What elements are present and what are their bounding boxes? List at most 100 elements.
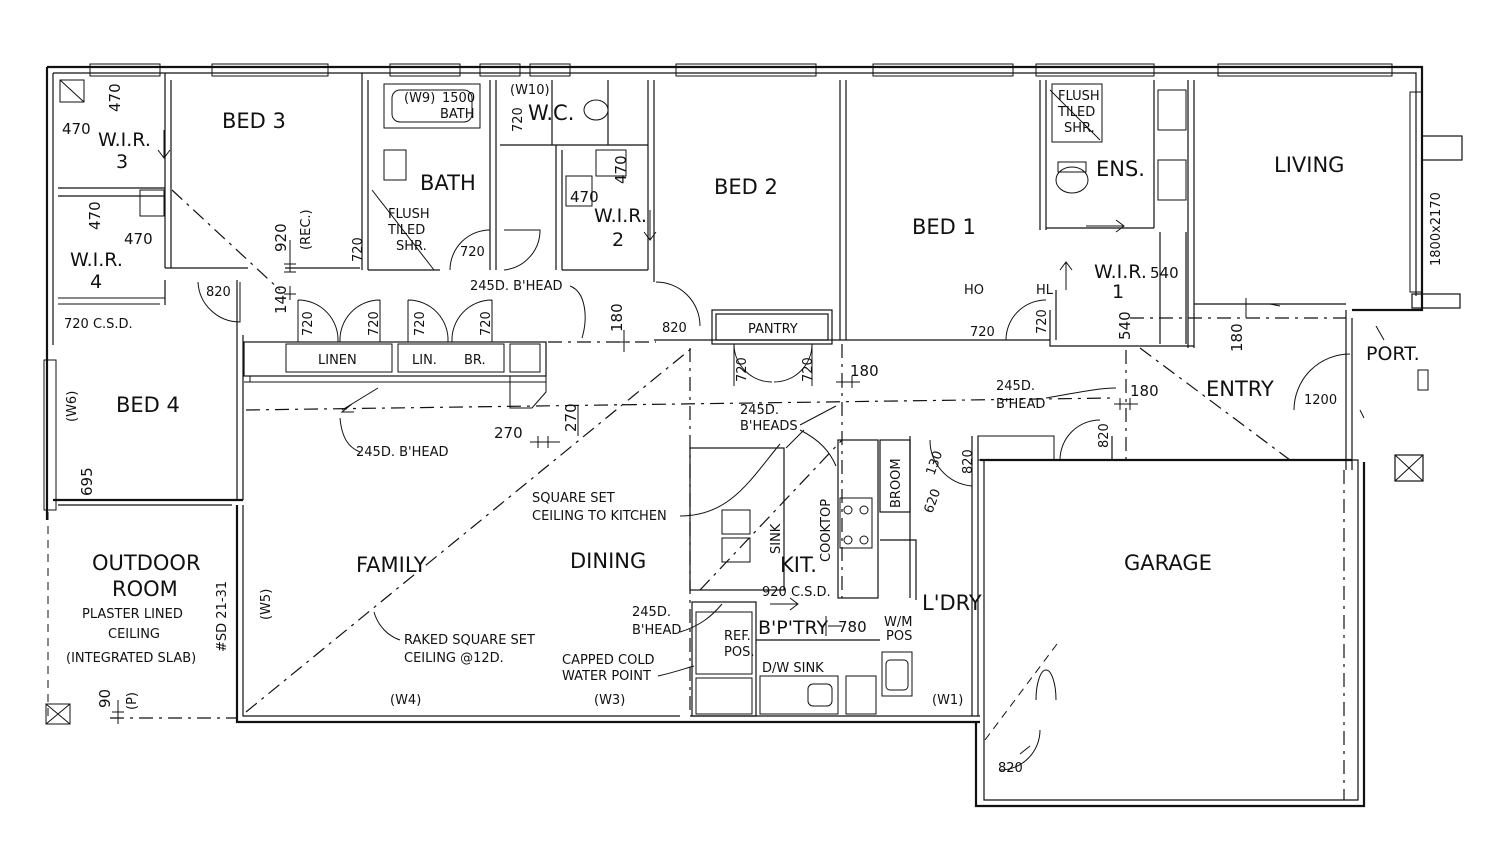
dim-820-gar: 820 (998, 761, 1023, 776)
capped-note-2: WATER POINT (562, 669, 651, 684)
dim-720-wir1: 720 (1035, 309, 1050, 334)
room-living: LIVING (1274, 153, 1344, 177)
room-bed4: BED 4 (116, 393, 180, 417)
shower-bath-3: SHR. (396, 239, 427, 254)
dim-140: 140 (272, 285, 290, 314)
room-outdoor-1: OUTDOOR (92, 551, 201, 575)
rec-label: (REC.) (299, 209, 314, 250)
window-w10: (W10) (510, 83, 550, 98)
dim-720-wc: 720 (511, 107, 526, 132)
room-ens: ENS. (1096, 157, 1145, 181)
bheads-kit-2: B'HEADS (740, 419, 798, 434)
dim-470-d: 470 (124, 230, 153, 248)
dim-180-e: 180 (1228, 323, 1246, 352)
dim-820-bed2: 820 (662, 321, 687, 336)
p-label: (P) (125, 692, 140, 710)
notes: PLASTER LINED CEILING (INTEGRATED SLAB) … (64, 83, 1444, 710)
sd-label: #SD 21-31 (215, 581, 230, 652)
dw-sink: D/W SINK (762, 661, 824, 676)
bath-tub-label: BATH (440, 107, 475, 122)
room-bptry: B'P'TRY (758, 617, 829, 639)
ref-pos-1: REF. (724, 629, 751, 644)
outdoor-ceiling-1: PLASTER LINED (82, 607, 183, 622)
bhead-hall: 245D. B'HEAD (470, 279, 562, 294)
bhead-entry-1: 245D. (996, 379, 1035, 394)
room-wir1-a: W.I.R. (1094, 261, 1147, 283)
hl-label: HL (1036, 283, 1054, 298)
dim-720-l4: 720 (479, 311, 494, 336)
room-wir4-a: W.I.R. (70, 249, 123, 271)
dim-820-bed4: 820 (206, 285, 231, 300)
room-wir3-a: W.I.R. (98, 129, 151, 151)
sqset-note-2: CEILING TO KITCHEN (532, 509, 667, 524)
room-port: PORT. (1366, 343, 1420, 365)
shower-ens-2: TILED (1057, 105, 1095, 120)
dim-720-bed1: 720 (970, 325, 995, 340)
room-wir2-a: W.I.R. (594, 205, 647, 227)
dim-720-l1: 720 (301, 311, 316, 336)
room-broom: BROOM (889, 458, 904, 508)
dim-720-bath2: 720 (460, 245, 485, 260)
capped-note-1: CAPPED COLD (562, 653, 655, 668)
room-lin: LIN. (412, 353, 437, 368)
dim-720-l3: 720 (413, 311, 428, 336)
dim-820-ld: 820 (961, 449, 976, 474)
room-kit: KIT. (780, 553, 817, 577)
room-bed3: BED 3 (222, 109, 286, 133)
dim-470-e: 470 (612, 155, 630, 184)
room-wir3-b: 3 (116, 151, 128, 173)
dimensions: 470 470 470 470 470 470 920 720 720 720 … (62, 83, 1337, 776)
dim-470-a: 470 (106, 83, 124, 112)
dim-180-hall: 180 (608, 303, 626, 332)
sink-label: SINK (769, 523, 784, 554)
dim-470-f: 470 (570, 188, 599, 206)
room-wir1-b: 1 (1112, 281, 1124, 303)
room-wc: W.C. (528, 101, 574, 125)
wm-pos-1: W/M (884, 615, 912, 630)
dim-720-p1: 720 (735, 357, 750, 382)
ref-pos-2: POS. (724, 645, 754, 660)
outdoor-ceiling-3: (INTEGRATED SLAB) (66, 651, 196, 666)
outdoor-ceiling-2: CEILING (108, 627, 160, 642)
bath-1500: 1500 (442, 91, 475, 106)
shower-ens-1: FLUSH (1058, 89, 1100, 104)
room-garage: GARAGE (1124, 551, 1212, 575)
dim-780: 780 (838, 618, 867, 636)
internal-walls (45, 73, 1429, 725)
csd-920: 920 C.S.D. (762, 585, 831, 600)
raked-note-1: RAKED SQUARE SET (404, 633, 535, 648)
bhead-bptry-2: B'HEAD (632, 623, 681, 638)
window-w6: (W6) (65, 391, 80, 422)
window-w3: (W3) (594, 693, 625, 708)
dim-920: 920 (272, 223, 290, 252)
room-family: FAMILY (356, 553, 427, 577)
room-br: BR. (464, 353, 486, 368)
doors (197, 229, 1351, 771)
dim-470-b: 470 (62, 120, 91, 138)
wm-pos-2: POS (886, 629, 912, 644)
dim-540-b: 540 (1116, 311, 1134, 340)
dim-720-l2: 720 (367, 311, 382, 336)
sqset-note-1: SQUARE SET (532, 491, 615, 506)
dim-180-ent: 180 (1130, 382, 1159, 400)
shower-ens-3: SHR. (1064, 121, 1095, 136)
dim-90: 90 (96, 689, 114, 708)
room-bath: BATH (420, 171, 476, 195)
room-bed2: BED 2 (714, 175, 778, 199)
top-windows (43, 63, 1423, 511)
dim-820-ent: 820 (1097, 423, 1112, 448)
dim-270-a: 270 (494, 424, 523, 442)
dimension-ticks (112, 240, 1252, 724)
dim-1200: 1200 (1304, 393, 1337, 408)
room-pantry: PANTRY (748, 322, 798, 337)
shower-bath-1: FLUSH (388, 207, 430, 222)
raked-note-2: CEILING @12D. (404, 651, 504, 666)
dim-720-p2: 720 (801, 357, 816, 382)
bhead-family: 245D. B'HEAD (356, 445, 448, 460)
dim-720-bath: 720 (351, 237, 366, 262)
dim-130: 130 (924, 449, 947, 477)
ceiling-lines (110, 189, 1346, 800)
bheads-kit-1: 245D. (740, 403, 779, 418)
room-bed1: BED 1 (912, 215, 976, 239)
